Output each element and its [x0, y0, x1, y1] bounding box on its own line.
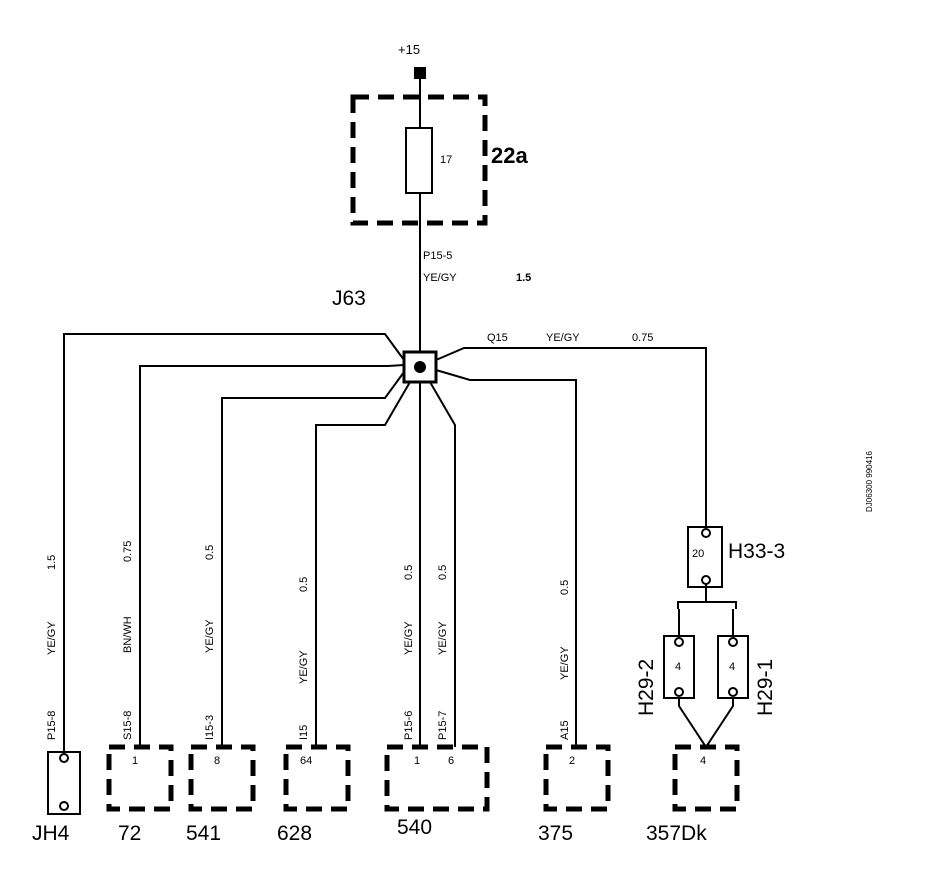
component-541: 8 541 [186, 744, 256, 845]
wire-540-6-pin: P15-7 [437, 711, 449, 740]
wire-72 [139, 364, 405, 747]
wire-jh4-color: YE/GY [46, 621, 58, 655]
feed-color: YE/GY [423, 272, 457, 284]
component-540-box [384, 744, 490, 812]
wire-72-pin: S15-8 [122, 711, 134, 740]
wire-540-1-color: YE/GY [403, 621, 415, 655]
fuse-number: 17 [440, 154, 452, 166]
wire-628-pin: I15 [298, 725, 310, 740]
component-357dk-box [672, 744, 740, 812]
branch-right-color: YE/GY [546, 332, 580, 344]
branch-right-pin: Q15 [487, 332, 508, 344]
connector-h33-pin: 20 [692, 548, 704, 560]
branch-right-size: 0.75 [632, 332, 653, 344]
connector-h29-2-pin: 4 [675, 661, 681, 673]
wire-540-6-size: 0.5 [437, 565, 449, 580]
doc-id: DJ06300 990416 [865, 451, 874, 512]
wire-541-pin: I15-3 [204, 715, 216, 740]
connector-h29-1-pin: 4 [729, 661, 735, 673]
wire-375-size: 0.5 [559, 580, 571, 595]
component-628: 64 628 [277, 744, 351, 845]
wire-to-357dk [678, 698, 734, 749]
wire-jh4 [63, 333, 405, 752]
connector-h29-1-pin-bottom [728, 687, 738, 697]
wire-540-6 [429, 381, 456, 747]
component-375: 2 375 [538, 744, 611, 845]
component-375-label: 375 [538, 822, 573, 845]
fuse-box: 17 22a [350, 94, 528, 226]
supply-label: +15 [398, 42, 420, 57]
feed-size: 1.5 [516, 272, 531, 284]
connector-h29-2-label: H29-2 [635, 659, 658, 716]
connector-h33: 20 H33-3 [687, 526, 785, 588]
wire-72-color: BN/WH [122, 616, 134, 653]
wire-right [435, 347, 707, 528]
component-72-box [106, 744, 174, 812]
feed-pin: P15-5 [423, 250, 452, 262]
connector-h29-2: 4 H29-2 [635, 635, 695, 716]
splice-node [414, 361, 426, 373]
supply-terminal: +15 [398, 42, 426, 79]
branch-right: Q15 YE/GY 0.75 [435, 332, 707, 528]
connector-h29-2-pin-bottom [674, 687, 684, 697]
component-540-label: 540 [397, 816, 432, 839]
wire-375 [435, 369, 577, 747]
component-jh4-label: JH4 [32, 822, 70, 845]
wire-540-1-pin: P15-6 [403, 711, 415, 740]
wire-jh4-pin: P15-8 [46, 711, 58, 740]
component-541-label: 541 [186, 822, 221, 845]
wire-628-size: 0.5 [298, 577, 310, 592]
wire-540-1-size: 0.5 [403, 565, 415, 580]
connector-h29-2-pin-top [674, 637, 684, 647]
connector-h29-1-label: H29-1 [754, 659, 777, 716]
component-540-pin-6: 6 [448, 755, 454, 767]
wire-540-6-color: YE/GY [437, 621, 449, 655]
component-72-pin: 1 [132, 755, 138, 767]
component-357dk-label: 357Dk [646, 822, 707, 845]
wire-541-color: YE/GY [204, 619, 216, 653]
wire-375-pin: A15 [559, 720, 571, 740]
wire-labels: 1.5 YE/GY P15-8 0.75 BN/WH S15-8 0.5 YE/… [46, 541, 571, 740]
wire-628-color: YE/GY [298, 650, 310, 684]
fuse [405, 127, 433, 194]
wire-628 [315, 381, 411, 747]
connector-h33-pin-bottom [701, 575, 711, 585]
bracket [677, 601, 737, 609]
component-541-pin: 8 [214, 755, 220, 767]
fuse-box-outline [350, 94, 488, 226]
component-540: 1 6 540 [384, 744, 490, 839]
component-375-pin: 2 [569, 755, 575, 767]
fuse-box-id: 22a [491, 143, 528, 168]
component-357dk-pin: 4 [700, 755, 706, 767]
component-72-label: 72 [118, 822, 141, 845]
wire-541-size: 0.5 [204, 545, 216, 560]
connector-h33-pin-top [701, 528, 711, 538]
wire-375-color: YE/GY [559, 646, 571, 680]
component-628-box [283, 744, 351, 812]
wire-72-size: 0.75 [122, 541, 134, 562]
component-jh4-pin-top [59, 753, 69, 763]
component-375-box [543, 744, 611, 812]
component-628-pin: 64 [300, 755, 312, 767]
component-72: 1 72 [106, 744, 174, 845]
component-jh4-pin-bottom [59, 801, 69, 811]
splice-label: J63 [332, 287, 366, 310]
connector-h33-label: H33-3 [728, 540, 785, 563]
component-357dk: 4 357Dk [646, 744, 740, 845]
connector-h29-1-pin-top [728, 637, 738, 647]
connector-h29-1: 4 H29-1 [717, 635, 777, 716]
wire-541 [221, 371, 405, 747]
component-jh4: JH4 [32, 751, 81, 845]
component-628-label: 628 [277, 822, 312, 845]
component-541-box [188, 744, 256, 812]
supply-terminal-square [414, 67, 426, 79]
wire-jh4-size: 1.5 [46, 555, 58, 570]
component-540-pin-1: 1 [414, 755, 420, 767]
